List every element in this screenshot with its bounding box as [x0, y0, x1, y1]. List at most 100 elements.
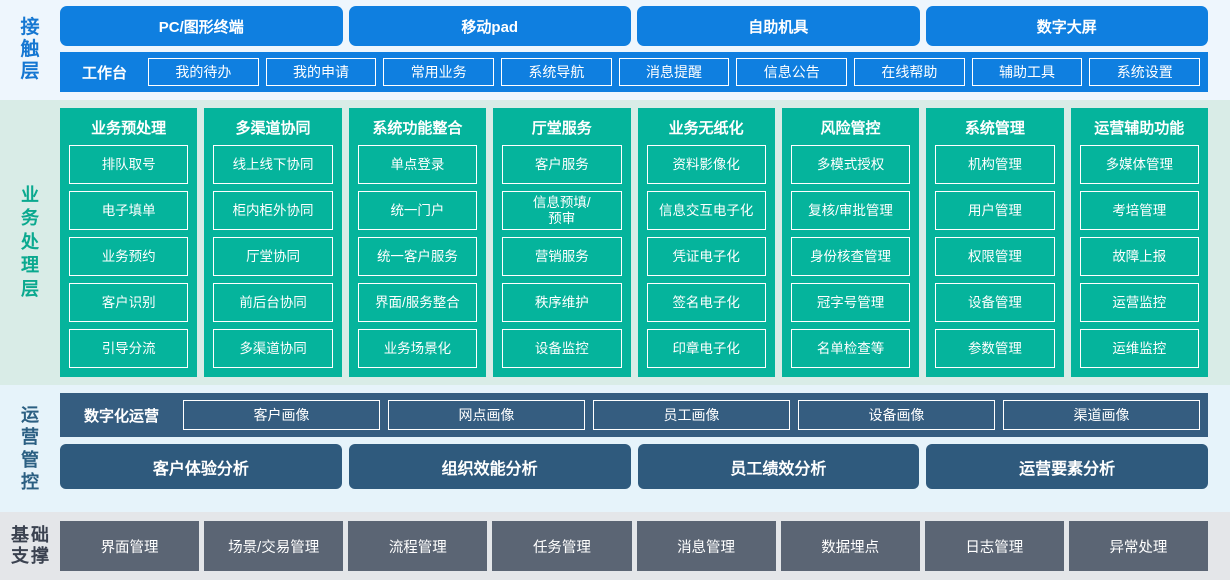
biz-item[interactable]: 身份核查管理: [790, 237, 911, 276]
contact-layer-label: 接 触 层: [0, 6, 60, 94]
workbench-bar: 工作台 我的待办 我的申请 常用业务 系统导航 消息提醒 信息公告 在线帮助 辅…: [60, 52, 1208, 92]
biz-item[interactable]: 复核/审批管理: [790, 191, 911, 230]
channel-card-self-service[interactable]: 自助机具: [637, 6, 920, 46]
portrait-item-channel[interactable]: 渠道画像: [1003, 400, 1201, 430]
foundation-layer-body: 界面管理 场景/交易管理 流程管理 任务管理 消息管理 数据埋点 日志管理 异常…: [60, 512, 1230, 580]
biz-item[interactable]: 电子填单: [69, 191, 189, 230]
biz-item[interactable]: 营销服务: [502, 237, 622, 276]
analysis-item-employee-performance[interactable]: 员工绩效分析: [637, 444, 920, 489]
business-columns: 业务预处理 排队取号 电子填单 业务预约 客户识别 引导分流 多渠道协同 线上线…: [60, 100, 1230, 385]
biz-item[interactable]: 机构管理: [935, 145, 1055, 184]
workbench-item-system-navigation[interactable]: 系统导航: [501, 58, 612, 86]
biz-item[interactable]: 信息交互电子化: [646, 191, 766, 230]
biz-item[interactable]: 冠字号管理: [790, 283, 911, 322]
label-char: 务: [21, 208, 39, 229]
analysis-item-operating-factors[interactable]: 运营要素分析: [926, 444, 1208, 489]
biz-item[interactable]: 多模式授权: [790, 145, 911, 184]
foundation-layer-label-text: 基 础 支 撑: [11, 525, 49, 566]
analysis-item-customer-experience[interactable]: 客户体验分析: [60, 444, 342, 489]
biz-item[interactable]: 信息预填/ 预审: [502, 191, 622, 230]
biz-item[interactable]: 运营监控: [1079, 283, 1199, 322]
column-title: 厅堂服务: [531, 120, 592, 137]
portrait-item-employee[interactable]: 员工画像: [593, 400, 791, 430]
biz-item[interactable]: 客户服务: [502, 145, 622, 184]
biz-item[interactable]: 秩序维护: [502, 283, 622, 322]
biz-item[interactable]: 权限管理: [935, 237, 1055, 276]
biz-item[interactable]: 设备监控: [502, 329, 622, 368]
biz-item[interactable]: 排队取号: [69, 145, 189, 184]
analysis-item-organization-efficiency[interactable]: 组织效能分析: [348, 444, 631, 489]
foundation-item-task-management[interactable]: 任务管理: [492, 521, 632, 571]
biz-item[interactable]: 设备管理: [935, 283, 1055, 322]
workbench-item-my-todo[interactable]: 我的待办: [148, 58, 259, 86]
ops-layer-label: 运 营 管 控: [0, 385, 60, 512]
foundation-item-message-management[interactable]: 消息管理: [636, 521, 776, 571]
biz-item[interactable]: 印章电子化: [646, 329, 766, 368]
channel-card-mobile-pad[interactable]: 移动pad: [348, 6, 631, 46]
portrait-item-customer[interactable]: 客户画像: [183, 400, 381, 430]
portrait-item-device[interactable]: 设备画像: [798, 400, 996, 430]
channel-card-pc[interactable]: PC/图形终端: [60, 6, 343, 46]
foundation-item-process-management[interactable]: 流程管理: [348, 521, 488, 571]
label-char: 支: [11, 546, 29, 566]
column-title: 业务预处理: [91, 120, 167, 137]
column-title: 多渠道协同: [235, 120, 311, 137]
column-items: 机构管理 用户管理 权限管理 设备管理 参数管理: [935, 145, 1055, 368]
column-title: 系统功能整合: [372, 120, 463, 137]
workbench-item-announcement[interactable]: 信息公告: [736, 58, 848, 86]
biz-item[interactable]: 线上线下协同: [213, 145, 333, 184]
label-char: 撑: [31, 546, 49, 566]
column-items: 客户服务 信息预填/ 预审 营销服务 秩序维护 设备监控: [502, 145, 622, 368]
workbench-item-aux-tools[interactable]: 辅助工具: [971, 58, 1083, 86]
biz-item[interactable]: 资料影像化: [646, 145, 766, 184]
biz-item[interactable]: 凭证电子化: [646, 237, 766, 276]
digital-operations-title: 数字化运营: [84, 407, 160, 425]
business-layer-label: 业 务 处 理 层: [0, 100, 60, 385]
column-title: 风险管控: [820, 120, 881, 137]
biz-item[interactable]: 考培管理: [1079, 191, 1199, 230]
workbench-title: 工作台: [82, 64, 128, 82]
biz-item[interactable]: 多媒体管理: [1079, 145, 1199, 184]
foundation-item-exception-handling[interactable]: 异常处理: [1068, 521, 1208, 571]
biz-item[interactable]: 前后台协同: [213, 283, 333, 322]
foundation-item-data-tracking[interactable]: 数据埋点: [780, 521, 920, 571]
label-char: 业: [21, 185, 39, 206]
business-column-lobby-service: 厅堂服务 客户服务 信息预填/ 预审 营销服务 秩序维护 设备监控: [493, 108, 631, 377]
label-char: 层: [21, 278, 39, 299]
label-char: 控: [21, 472, 39, 492]
foundation-row: 界面管理 场景/交易管理 流程管理 任务管理 消息管理 数据埋点 日志管理 异常…: [60, 521, 1208, 571]
biz-item[interactable]: 单点登录: [357, 145, 478, 184]
biz-item[interactable]: 厅堂协同: [213, 237, 333, 276]
foundation-layer-label: 基 础 支 撑: [0, 512, 60, 580]
foundation-item-scenario-transaction[interactable]: 场景/交易管理: [204, 521, 344, 571]
biz-item[interactable]: 参数管理: [935, 329, 1055, 368]
foundation-item-log-management[interactable]: 日志管理: [924, 521, 1064, 571]
workbench-item-system-settings[interactable]: 系统设置: [1089, 58, 1201, 86]
workbench-item-my-application[interactable]: 我的申请: [265, 58, 377, 86]
channel-card-digital-screen[interactable]: 数字大屏: [925, 6, 1208, 46]
business-column-paperless: 业务无纸化 资料影像化 信息交互电子化 凭证电子化 签名电子化 印章电子化: [637, 108, 775, 377]
biz-item[interactable]: 业务预约: [69, 237, 189, 276]
biz-item[interactable]: 故障上报: [1079, 237, 1199, 276]
workbench-item-online-help[interactable]: 在线帮助: [854, 58, 965, 86]
biz-item[interactable]: 统一门户: [357, 191, 478, 230]
biz-item[interactable]: 客户识别: [69, 283, 189, 322]
biz-item[interactable]: 用户管理: [935, 191, 1055, 230]
label-char: 基: [11, 525, 29, 546]
biz-item[interactable]: 名单检查等: [790, 329, 911, 368]
foundation-item-ui-management[interactable]: 界面管理: [60, 521, 200, 571]
biz-item[interactable]: 统一客户服务: [357, 237, 478, 276]
biz-item[interactable]: 柜内柜外协同: [213, 191, 333, 230]
foundation-inner: 界面管理 场景/交易管理 流程管理 任务管理 消息管理 数据埋点 日志管理 异常…: [60, 512, 1230, 580]
biz-item[interactable]: 界面/服务整合: [357, 283, 478, 322]
biz-item[interactable]: 业务场景化: [357, 329, 478, 368]
biz-item[interactable]: 多渠道协同: [213, 329, 333, 368]
workbench-item-common-business[interactable]: 常用业务: [383, 58, 495, 86]
biz-item[interactable]: 引导分流: [69, 329, 189, 368]
biz-item[interactable]: 运维监控: [1079, 329, 1199, 368]
workbench-item-message-alert[interactable]: 消息提醒: [618, 58, 730, 86]
business-column-preprocessing: 业务预处理 排队取号 电子填单 业务预约 客户识别 引导分流: [60, 108, 198, 377]
portrait-item-branch[interactable]: 网点画像: [388, 400, 586, 430]
label-char: 营: [21, 427, 39, 447]
biz-item[interactable]: 签名电子化: [646, 283, 766, 322]
